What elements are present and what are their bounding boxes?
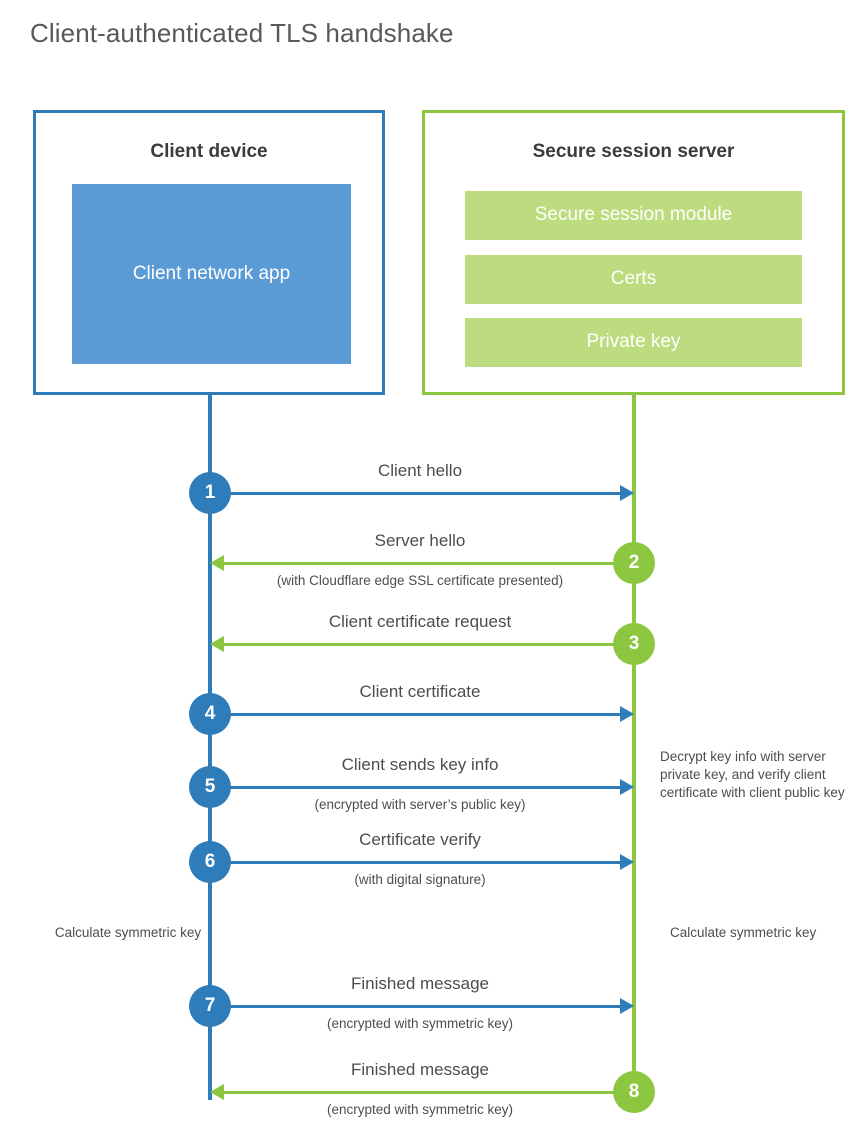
step-5-arrow-head-icon [620, 779, 634, 795]
step-3-arrow-head-icon [210, 636, 224, 652]
step-2-badge: 2 [613, 542, 655, 584]
step-6-arrow-head-icon [620, 854, 634, 870]
secure-session-server-title: Secure session server [532, 141, 735, 162]
server-block-secure-session-module: Secure session module [465, 191, 802, 240]
step-1-label: Client hello [377, 461, 463, 480]
step-2-label: Server hello [374, 531, 466, 550]
step-4-badge: 4 [189, 693, 231, 735]
step-7-sub: (encrypted with symmetric key) [326, 1016, 514, 1031]
step-2-arrow-head-icon [210, 555, 224, 571]
step-1-badge: 1 [189, 472, 231, 514]
step-6-label: Certificate verify [359, 830, 481, 849]
step-5-badge: 5 [189, 766, 231, 808]
server-block-private-key: Private key [465, 318, 802, 367]
step-8-badge: 8 [613, 1071, 655, 1113]
client-lifeline [208, 394, 212, 1100]
annotation-server-decrypt: Decrypt key info with server private key… [660, 749, 845, 800]
step-5-sub: (encrypted with server’s public key) [314, 797, 526, 812]
step-4-label: Client certificate [359, 682, 481, 701]
step-7-arrow-head-icon [620, 998, 634, 1014]
step-7-arrow-shaft [210, 1005, 626, 1008]
step-6-arrow-shaft [210, 861, 626, 864]
step-7-badge: 7 [189, 985, 231, 1027]
client-device-title: Client device [150, 141, 268, 162]
step-1-arrow-shaft [210, 492, 626, 495]
step-6-sub: (with digital signature) [354, 872, 486, 887]
step-3-badge: 3 [613, 623, 655, 665]
step-8-arrow-head-icon [210, 1084, 224, 1100]
client-network-app-block: Client network app [72, 184, 351, 364]
client-device-box: Client device Client network app [33, 110, 385, 395]
step-8-arrow-shaft [224, 1091, 636, 1094]
step-3-arrow-shaft [224, 643, 636, 646]
secure-session-server-box: Secure session server Secure session mod… [422, 110, 845, 395]
page-title: Client-authenticated TLS handshake [30, 18, 454, 48]
step-1-arrow-head-icon [620, 485, 634, 501]
step-3-label: Client certificate request [328, 612, 512, 631]
step-2-sub: (with Cloudflare edge SSL certificate pr… [276, 573, 564, 588]
server-block-certs: Certs [465, 255, 802, 304]
annotation-calculate-symmetric-key-client: Calculate symmetric key [54, 925, 202, 940]
step-6-badge: 6 [189, 841, 231, 883]
step-5-arrow-shaft [210, 786, 626, 789]
step-8-sub: (encrypted with symmetric key) [326, 1102, 514, 1117]
step-4-arrow-head-icon [620, 706, 634, 722]
server-lifeline [632, 394, 636, 1094]
step-7-label: Finished message [351, 974, 489, 993]
step-4-arrow-shaft [210, 713, 626, 716]
step-5-label: Client sends key info [341, 755, 499, 774]
step-2-arrow-shaft [224, 562, 636, 565]
annotation-calculate-symmetric-key-server: Calculate symmetric key [670, 925, 817, 940]
step-8-label: Finished message [351, 1060, 489, 1079]
